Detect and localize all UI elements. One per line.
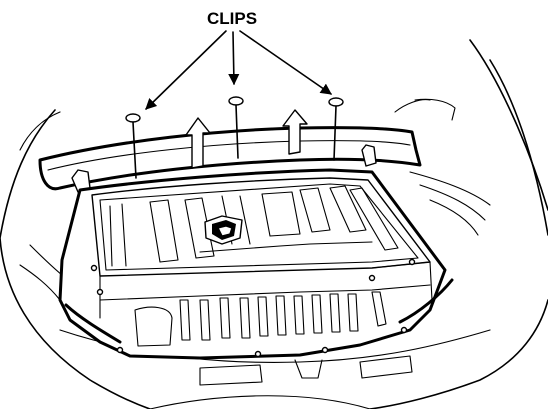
- leader-line-right: [239, 30, 332, 95]
- clips-label: CLIPS: [207, 9, 257, 28]
- battery-module-box: [58, 168, 447, 360]
- leader-line-left: [145, 30, 227, 110]
- lift-arrow-right: [282, 109, 308, 155]
- leader-line-center: [228, 31, 240, 86]
- mounting-bracket: [64, 278, 454, 386]
- clip-leader-lines: [145, 30, 332, 110]
- lift-arrow-left: [185, 117, 211, 169]
- cargo-area-body: [0, 39, 548, 409]
- clip-left: [125, 113, 141, 179]
- clip-right: [328, 97, 344, 161]
- clip-center: [228, 96, 244, 159]
